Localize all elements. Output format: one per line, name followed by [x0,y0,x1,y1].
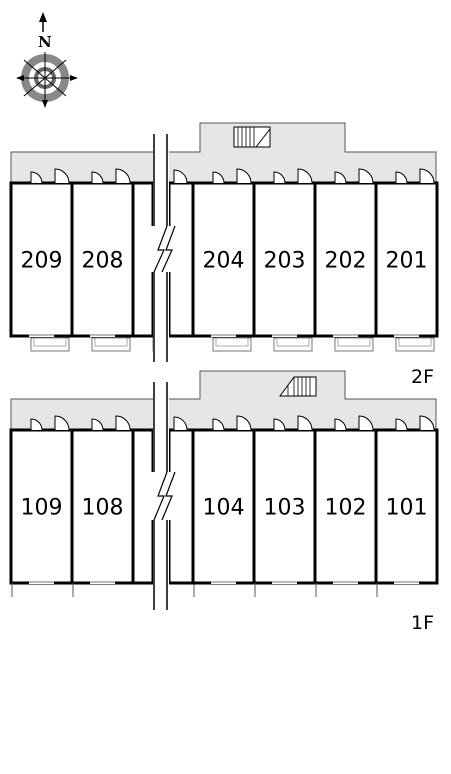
unit-103[interactable]: 103 [252,415,317,597]
door-swing-icon [419,168,435,184]
door-swing-icon [54,168,70,184]
floor-2f-units: 209 208 204 203 202 201 [9,168,439,352]
door-swing-icon [236,415,252,431]
door-swing-icon [173,169,188,184]
break-line-1f [148,380,176,612]
balcony [273,337,313,352]
balcony-inner [398,337,432,347]
balcony [334,337,374,352]
unit-104[interactable]: 104 [191,415,256,597]
door-swing-icon [91,171,104,184]
balcony-inner [337,337,371,347]
unit-number: 203 [264,249,306,274]
unit-108[interactable]: 108 [70,415,135,597]
door-swing-icon [395,418,408,431]
door-swing-icon [115,415,131,431]
unit-room [374,428,439,585]
door-swing-icon [273,171,286,184]
door-swing-icon [273,418,286,431]
unit-209[interactable]: 209 [9,168,74,352]
stair-icon-2f [233,126,271,148]
unit-room [313,428,378,585]
door-swing-icon [212,418,225,431]
door-swing-icon [173,416,188,431]
door-swing-icon [334,418,347,431]
door-swing-icon [54,415,70,431]
unit-204[interactable]: 204 [191,168,256,352]
balcony [91,337,131,352]
door-swing-icon [212,171,225,184]
door-swing-icon [236,168,252,184]
door-swing-icon [30,171,43,184]
unit-208[interactable]: 208 [70,168,135,352]
balcony-inner [33,337,67,347]
unit-101[interactable]: 101 [374,415,439,597]
unit-number: 104 [203,496,245,521]
break-line-2f [148,132,176,364]
door-swing-icon [358,415,374,431]
floor-1f-units: 109 108 104 103 102 101 [9,415,439,597]
unit-number: 208 [82,249,124,274]
balcony-inner [94,337,128,347]
floor-label-1f: 1F [411,612,434,634]
door-swing-icon [297,168,313,184]
north-label: N [38,33,52,51]
balcony-inner [215,337,249,347]
unit-number: 209 [21,249,63,274]
door-swing-icon [115,168,131,184]
door-swing-icon [91,418,104,431]
door-swing-icon [358,168,374,184]
unit-number: 201 [386,249,428,274]
unit-room [313,181,378,338]
corridor-1f [10,370,437,430]
unit-102[interactable]: 102 [313,415,378,597]
door-swing-icon [419,415,435,431]
unit-number: 101 [386,496,428,521]
door-swing-icon [30,418,43,431]
unit-number: 202 [325,249,367,274]
corridor-2f [10,122,437,183]
door-swing-icon [297,415,313,431]
balcony [395,337,435,352]
unit-203[interactable]: 203 [252,168,317,352]
compass-rose-icon: N [16,12,78,108]
unit-202[interactable]: 202 [313,168,378,352]
door-swing-icon [395,171,408,184]
unit-number: 109 [21,496,63,521]
stair-icon-1f [279,376,317,397]
floor-label-2f: 2F [411,366,434,388]
balcony [212,337,252,352]
unit-number: 103 [264,496,306,521]
unit-201[interactable]: 201 [374,168,439,352]
balcony-inner [276,337,310,347]
unit-number: 204 [203,249,245,274]
unit-number: 108 [82,496,124,521]
unit-number: 102 [325,496,367,521]
balcony [30,337,70,352]
unit-109[interactable]: 109 [9,415,74,597]
door-swing-icon [334,171,347,184]
